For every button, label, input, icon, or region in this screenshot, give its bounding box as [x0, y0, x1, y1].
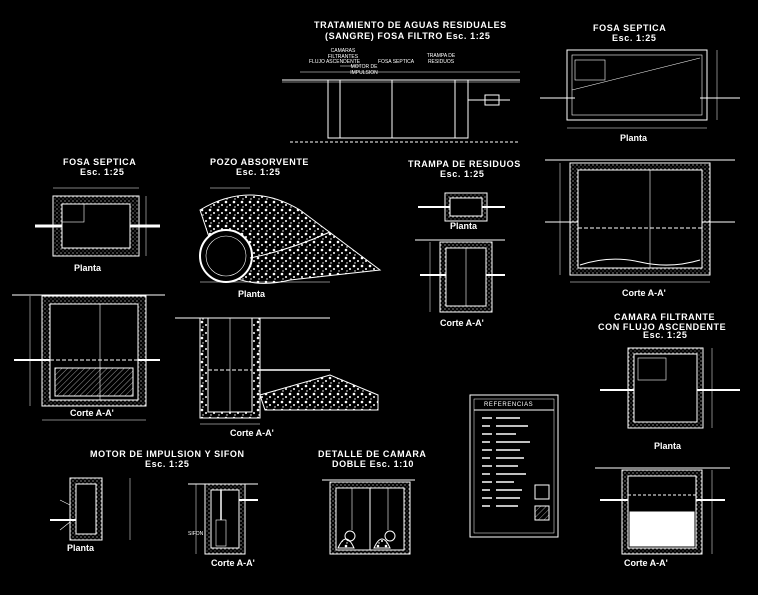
pozo-corte [175, 317, 379, 425]
fosa-right-scale: Esc. 1:25 [612, 33, 657, 43]
tratamiento-section [282, 65, 520, 143]
referencias-header: REFERENCIAS [484, 402, 534, 408]
pozo-corte-label: Corte A-A' [230, 428, 274, 438]
fosa-left-corte [12, 294, 165, 421]
camara-filtrante-corte-label: Corte A-A' [624, 558, 668, 568]
main-title-line2: (SANGRE) FOSA FILTRO Esc. 1:25 [325, 31, 491, 41]
pozo-title: POZO ABSORVENTE [210, 157, 310, 167]
note-fosa-septica: FOSA SEPTICA [378, 59, 415, 65]
pozo-planta-label: Planta [238, 289, 266, 299]
detalle-camara-doble [322, 479, 415, 555]
sifon-label: SIFON [188, 531, 204, 537]
camara-filtrante-planta-label: Planta [654, 441, 682, 451]
trampa-planta-label: Planta [450, 221, 478, 231]
fosa-left-scale: Esc. 1:25 [80, 167, 125, 177]
motor-planta [50, 477, 131, 541]
note-camaras-filtrantes: CAMARAS FILTRANTES [327, 48, 359, 60]
trampa-title: TRAMPA DE RESIDUOS [408, 159, 521, 169]
detalle-title1: DETALLE DE CAMARA [318, 449, 427, 459]
fosa-right-planta [540, 49, 740, 129]
camara-filtrante-corte [595, 467, 730, 555]
fosa-right-title: FOSA SEPTICA [593, 23, 667, 33]
fosa-left-planta [35, 187, 160, 257]
fosa-right-corte-label: Corte A-A' [622, 288, 666, 298]
referencias-table [469, 394, 559, 538]
trampa-scale: Esc. 1:25 [440, 169, 485, 179]
pozo-scale: Esc. 1:25 [236, 167, 281, 177]
note-motor-impulsion: MOTOR DE IMPULSION [350, 64, 378, 76]
camara-filtrante-scale: Esc. 1:25 [643, 330, 688, 340]
note-trampa-residuos: TRAMPA DE RESIDUOS [426, 53, 456, 65]
pozo-planta [199, 187, 382, 284]
fosa-left-planta-label: Planta [74, 263, 102, 273]
fosa-left-corte-label: Corte A-A' [70, 408, 114, 418]
camara-filtrante-title2: CON FLUJO ASCENDENTE [598, 322, 727, 332]
note-flujo-ascendente: FLUJO ASCENDENTE [309, 59, 361, 65]
fosa-right-corte [545, 159, 735, 283]
main-title-line1: TRATAMIENTO DE AGUAS RESIDUALES [314, 20, 507, 30]
trampa-corte-label: Corte A-A' [440, 318, 484, 328]
trampa-section [415, 192, 505, 313]
motor-corte [188, 483, 258, 555]
fosa-right-planta-label: Planta [620, 133, 648, 143]
motor-corte-label: Corte A-A' [211, 558, 255, 568]
camara-filtrante-planta [600, 347, 740, 429]
motor-scale: Esc. 1:25 [145, 459, 190, 469]
motor-title: MOTOR DE IMPULSION Y SIFON [90, 449, 245, 459]
camara-filtrante-title1: CAMARA FILTRANTE [614, 312, 716, 322]
motor-planta-label: Planta [67, 543, 95, 553]
fosa-left-title: FOSA SEPTICA [63, 157, 137, 167]
detalle-title2: DOBLE Esc. 1:10 [332, 459, 415, 469]
